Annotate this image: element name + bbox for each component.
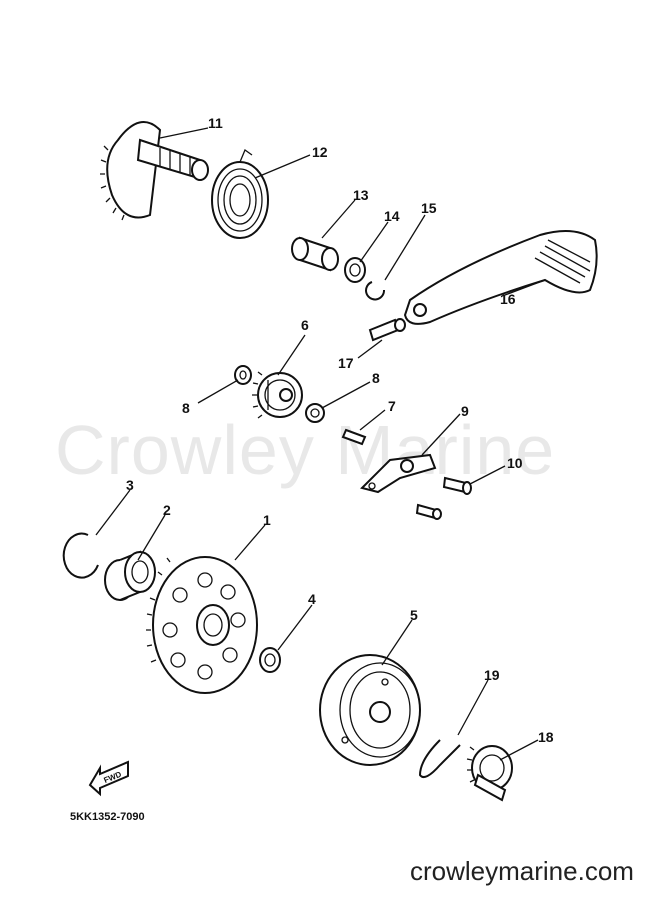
callout-9: 9	[461, 403, 469, 419]
watermark: Crowley Marine	[55, 411, 556, 489]
callout-18: 18	[538, 729, 554, 745]
callout-14: 14	[384, 208, 400, 224]
leader-lines	[95, 127, 546, 761]
part-8-washer-right	[305, 403, 325, 423]
callout-4: 4	[308, 591, 316, 607]
callout-8-right: 8	[372, 370, 380, 386]
part-2-bearing	[104, 550, 156, 601]
fwd-arrow: FWD	[88, 760, 129, 797]
callout-8-left: 8	[182, 400, 190, 416]
part-5-drum	[319, 654, 421, 766]
callout-10: 10	[507, 455, 523, 471]
website-label: crowleymarine.com	[410, 856, 634, 886]
part-6-gear	[252, 371, 303, 419]
part-3-circlip	[62, 532, 99, 579]
callout-17: 17	[338, 355, 354, 371]
callout-3: 3	[126, 477, 134, 493]
callout-5: 5	[410, 607, 418, 623]
callout-11: 11	[208, 115, 223, 131]
part-10-bolt-lower	[415, 503, 442, 520]
callout-2: 2	[163, 502, 171, 518]
part-8-washer-left	[234, 365, 252, 385]
part-17-bolt	[368, 318, 406, 342]
diagram-code: 5KK1352-7090	[70, 811, 145, 823]
part-4-seal	[259, 647, 281, 673]
callout-19: 19	[484, 667, 500, 683]
part-11-kick-axle	[100, 121, 209, 221]
part-18-small-gear	[466, 745, 513, 802]
part-19-clip	[418, 739, 461, 778]
part-13-bushing	[291, 236, 339, 272]
callout-16: 16	[500, 291, 516, 307]
part-12-spring	[211, 148, 269, 239]
part-7-pin	[341, 428, 367, 446]
callout-13: 13	[353, 187, 369, 203]
part-14-washer	[344, 257, 366, 283]
callout-15: 15	[421, 200, 437, 216]
part-16-kick-lever	[403, 230, 598, 325]
callout-6: 6	[301, 317, 309, 333]
callout-1: 1	[263, 512, 271, 528]
part-15-circlip	[365, 281, 386, 301]
part-1-gear-plate	[146, 556, 258, 694]
part-9-bracket	[360, 453, 437, 494]
part-10-bolt	[442, 476, 472, 495]
callout-7: 7	[388, 398, 396, 414]
callout-12: 12	[312, 144, 328, 160]
